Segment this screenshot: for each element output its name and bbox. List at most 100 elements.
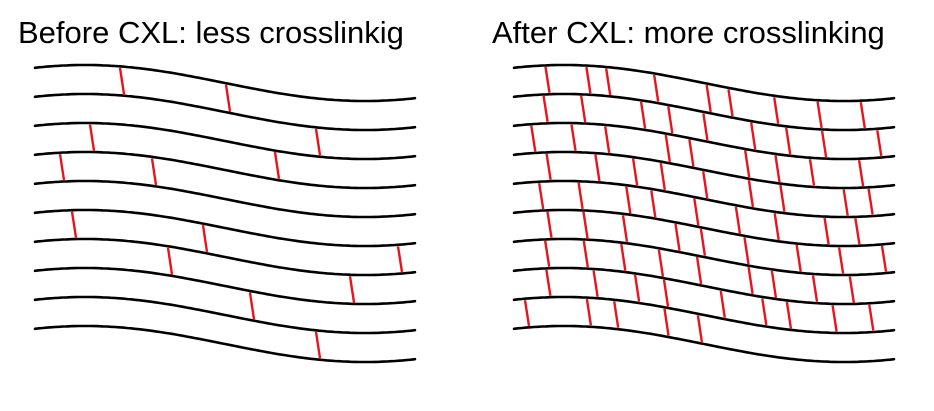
crosslink bbox=[770, 270, 778, 298]
crosslink bbox=[820, 130, 828, 158]
crosslink bbox=[876, 130, 883, 157]
crosslink bbox=[650, 190, 657, 218]
crosslink bbox=[582, 240, 589, 268]
crosslink bbox=[854, 218, 861, 245]
panel-title-after: After CXL: more crosslinking bbox=[492, 15, 885, 50]
collagen-fiber bbox=[33, 150, 417, 190]
collagen-fiber bbox=[512, 63, 896, 103]
crosslink bbox=[538, 183, 545, 210]
crosslink bbox=[577, 182, 584, 210]
crosslink bbox=[166, 247, 174, 275]
collagen-fiber bbox=[33, 121, 417, 161]
crosslink bbox=[613, 301, 620, 328]
collagen-fiber bbox=[512, 208, 896, 248]
collagen-fiber bbox=[33, 179, 417, 219]
crosslink bbox=[699, 228, 707, 256]
crosslink bbox=[743, 237, 750, 265]
crosslink bbox=[621, 215, 629, 242]
crosslink bbox=[544, 66, 551, 93]
panel-before-fibers bbox=[33, 63, 417, 364]
panel-after-fibers bbox=[512, 63, 896, 364]
collagen-fiber bbox=[512, 150, 896, 190]
crosslink bbox=[201, 224, 209, 253]
crosslink bbox=[761, 298, 768, 326]
crosslink bbox=[659, 162, 666, 190]
crosslink bbox=[582, 211, 589, 239]
crosslink bbox=[604, 126, 611, 153]
crosslink bbox=[594, 154, 601, 182]
crosslink bbox=[585, 66, 592, 94]
crosslink bbox=[674, 223, 681, 251]
crosslink bbox=[808, 159, 816, 186]
collagen-fiber bbox=[33, 63, 417, 103]
crosslink bbox=[639, 101, 647, 129]
crosslink bbox=[785, 301, 793, 329]
crosslink bbox=[667, 106, 674, 134]
crosslink bbox=[585, 298, 593, 326]
crosslink bbox=[734, 206, 742, 234]
crosslink bbox=[592, 270, 599, 297]
crosslink bbox=[705, 84, 712, 113]
crosslink bbox=[314, 128, 322, 156]
collagen-fiber bbox=[33, 295, 417, 335]
crosslink bbox=[580, 95, 587, 123]
crosslink bbox=[314, 331, 322, 359]
collagen-fiber bbox=[33, 266, 417, 306]
crosslink bbox=[542, 95, 549, 122]
collagen-fiber bbox=[512, 266, 896, 306]
collagen-fiber bbox=[512, 237, 896, 277]
crosslink bbox=[545, 153, 552, 180]
crosslink bbox=[620, 243, 627, 271]
crosslink bbox=[795, 244, 802, 272]
crosslink bbox=[88, 124, 96, 151]
crosslink bbox=[348, 276, 356, 303]
crosslink bbox=[744, 150, 751, 178]
crosslink bbox=[848, 276, 855, 303]
collagen-fiber bbox=[33, 324, 417, 364]
crosslink bbox=[273, 151, 281, 179]
crosslink bbox=[719, 290, 726, 318]
crosslink bbox=[633, 274, 641, 302]
crosslink bbox=[747, 266, 754, 294]
crosslink bbox=[605, 68, 612, 96]
crosslink bbox=[867, 188, 874, 215]
crosslink bbox=[653, 74, 660, 102]
crosslink bbox=[868, 304, 875, 331]
crosslink bbox=[773, 97, 780, 124]
collagen-fiber bbox=[512, 92, 896, 132]
crosslink bbox=[58, 154, 66, 181]
crosslink bbox=[774, 155, 781, 183]
crosslink bbox=[396, 246, 404, 273]
crosslink bbox=[530, 125, 537, 152]
crosslink bbox=[773, 213, 780, 241]
crosslink bbox=[880, 245, 888, 272]
crosslink bbox=[663, 308, 670, 336]
collagen-fiber bbox=[33, 237, 417, 277]
collagen-fiber bbox=[33, 208, 417, 248]
crosslink bbox=[664, 134, 671, 162]
crosslink bbox=[545, 269, 552, 296]
crosslink bbox=[702, 171, 709, 199]
crosslink bbox=[150, 158, 158, 186]
collagen-fiber bbox=[512, 295, 896, 335]
crosslink bbox=[631, 158, 639, 186]
crosslink bbox=[811, 275, 819, 302]
crosslink bbox=[570, 124, 577, 151]
crosslink bbox=[625, 186, 632, 214]
collagen-fiber bbox=[512, 179, 896, 219]
crosslink bbox=[688, 139, 695, 167]
crosslink bbox=[695, 256, 703, 285]
crosslink bbox=[823, 217, 830, 245]
crosslink bbox=[747, 180, 755, 208]
crosslink bbox=[662, 279, 670, 307]
crosslink bbox=[779, 184, 786, 212]
crosslink bbox=[523, 300, 531, 327]
crosslink bbox=[785, 127, 792, 155]
crosslink bbox=[546, 211, 553, 238]
panel-title-before: Before CXL: less crosslinkig bbox=[18, 15, 404, 50]
crosslink bbox=[857, 160, 865, 187]
collagen-fiber bbox=[512, 324, 896, 364]
crosslink bbox=[702, 113, 709, 141]
crosslink bbox=[859, 102, 866, 129]
crosslink bbox=[544, 240, 551, 267]
